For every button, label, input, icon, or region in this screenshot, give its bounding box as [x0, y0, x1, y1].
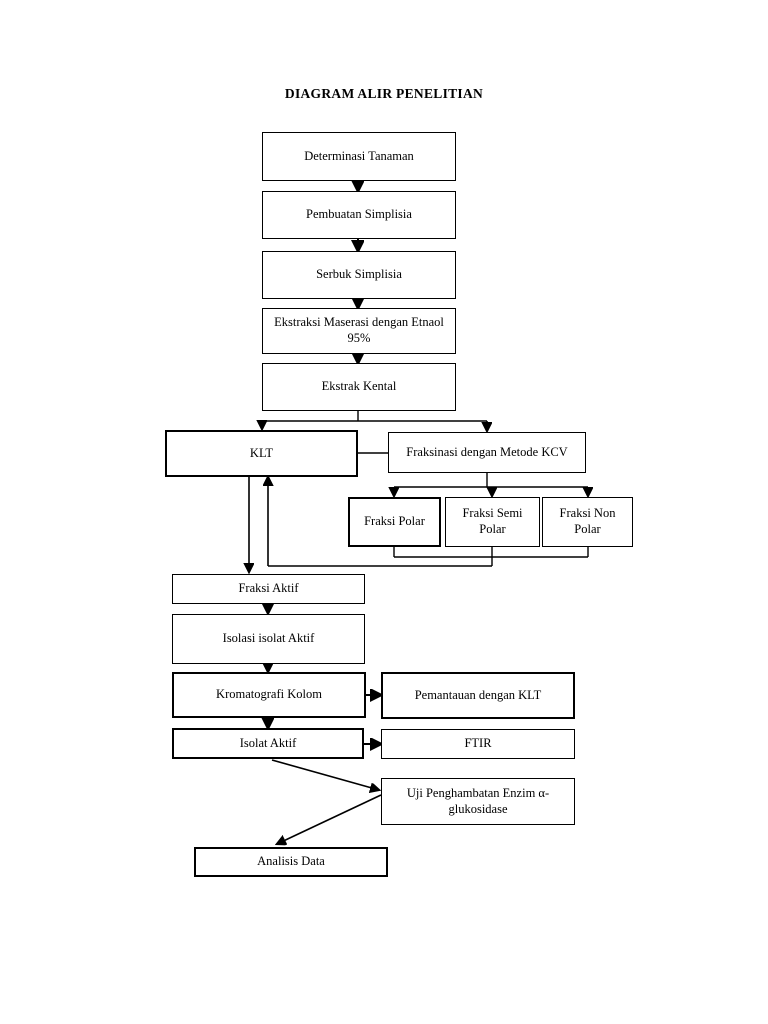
node-serbuk[interactable]: Serbuk Simplisia — [262, 251, 456, 299]
node-isolasi-isolat-aktif[interactable]: Isolasi isolat Aktif — [172, 614, 365, 664]
node-determinasi-label: Determinasi Tanaman — [304, 148, 414, 163]
node-ekstraksi-label: Ekstraksi Maserasi dengan Etnaol 95% — [274, 315, 444, 345]
node-fraksi-semi-polar[interactable]: Fraksi Semi Polar — [445, 497, 540, 547]
node-fraksi-aktif-label: Fraksi Aktif — [238, 581, 299, 596]
node-ekstraksi[interactable]: Ekstraksi Maserasi dengan Etnaol 95% — [262, 308, 456, 354]
node-analisis-data-label: Analisis Data — [257, 854, 325, 869]
node-fraksi-semi-polar-label: Fraksi Semi Polar — [462, 506, 523, 536]
node-uji-penghambatan-enzim-label: Uji Penghambatan Enzim α-glukosidase — [406, 785, 550, 816]
node-pemantauan-klt[interactable]: Pemantauan dengan KLT — [381, 672, 575, 719]
node-ekstrak-kental[interactable]: Ekstrak Kental — [262, 363, 456, 411]
node-pembuatan[interactable]: Pembuatan Simplisia — [262, 191, 456, 239]
node-fraksinasi-label: Fraksinasi dengan Metode KCV — [406, 444, 568, 459]
node-pembuatan-label: Pembuatan Simplisia — [306, 207, 412, 222]
node-pemantauan-klt-label: Pemantauan dengan KLT — [414, 687, 542, 702]
node-fraksi-polar-label: Fraksi Polar — [364, 514, 425, 529]
node-fraksi-non-polar[interactable]: Fraksi Non Polar — [542, 497, 633, 547]
edge-isolat-uji — [271, 759, 379, 790]
node-serbuk-label: Serbuk Simplisia — [316, 267, 402, 282]
node-isolasi-isolat-aktif-label: Isolasi isolat Aktif — [222, 631, 315, 646]
node-fraksi-polar[interactable]: Fraksi Polar — [348, 497, 441, 547]
node-ekstrak-kental-label: Ekstrak Kental — [321, 379, 397, 394]
node-klt[interactable]: KLT — [165, 430, 358, 477]
node-ftir[interactable]: FTIR — [381, 729, 575, 759]
node-determinasi[interactable]: Determinasi Tanaman — [262, 132, 456, 181]
node-ftir-label: FTIR — [464, 736, 492, 751]
node-klt-label: KLT — [249, 445, 274, 460]
node-uji-penghambatan-enzim[interactable]: Uji Penghambatan Enzim α-glukosidase — [381, 778, 575, 825]
node-fraksinasi[interactable]: Fraksinasi dengan Metode KCV — [388, 432, 586, 473]
node-isolat-aktif-label: Isolat Aktif — [239, 735, 297, 750]
node-kromatografi-kolom-label: Kromatografi Kolom — [216, 687, 322, 702]
node-fraksi-aktif[interactable]: Fraksi Aktif — [172, 574, 365, 604]
node-fraksi-non-polar-label: Fraksi Non Polar — [559, 506, 616, 536]
edge-uji-analisis — [277, 794, 382, 844]
node-kromatografi-kolom[interactable]: Kromatografi Kolom — [172, 672, 366, 718]
node-analisis-data[interactable]: Analisis Data — [194, 847, 388, 877]
node-isolat-aktif[interactable]: Isolat Aktif — [172, 728, 364, 759]
page-title: DIAGRAM ALIR PENELITIAN — [284, 86, 484, 101]
